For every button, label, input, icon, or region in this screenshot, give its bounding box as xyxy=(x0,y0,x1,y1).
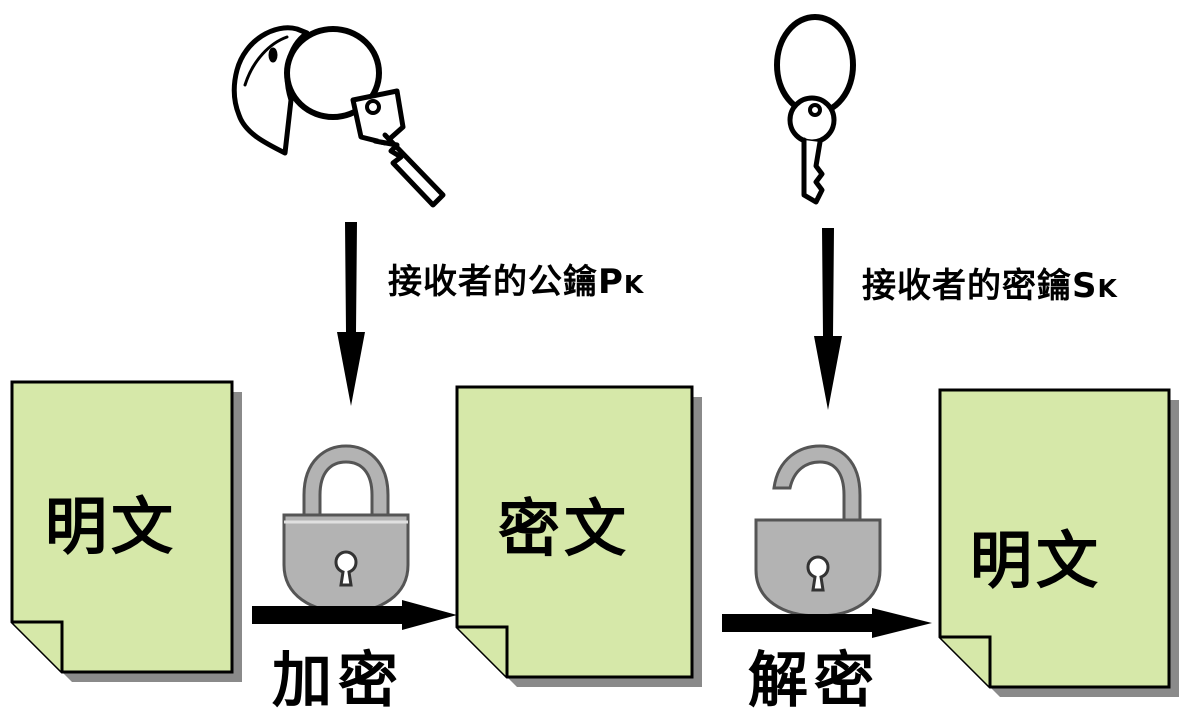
public-key-text: 接收者的公鑰 xyxy=(388,262,598,302)
public-key-down-arrow xyxy=(337,222,365,406)
open-padlock-icon xyxy=(754,444,882,618)
encrypt-label: 加密 xyxy=(272,646,404,716)
public-key-label: 接收者的公鑰PK xyxy=(388,254,644,303)
plaintext-in-document xyxy=(10,380,242,682)
ciphertext-label: 密文 xyxy=(498,492,631,565)
decrypt-label: 解密 xyxy=(748,646,880,716)
private-key-label: 接收者的密鑰SK xyxy=(862,258,1118,307)
private-key-symbol: S xyxy=(1072,266,1098,306)
plaintext-out-label: 明文 xyxy=(970,524,1103,597)
private-key-down-arrow xyxy=(814,228,842,410)
plaintext-in-label: 明文 xyxy=(45,490,178,563)
public-key-symbol: P xyxy=(598,262,624,302)
ciphertext-document xyxy=(455,385,702,687)
decrypt-arrow xyxy=(722,608,932,638)
public-key-subscript: K xyxy=(623,270,645,299)
plaintext-out-document xyxy=(938,388,1179,697)
private-key-subscript: K xyxy=(1097,274,1118,303)
private-key-icon xyxy=(774,14,856,205)
closed-padlock-icon xyxy=(282,444,410,614)
private-key-text: 接收者的密鑰 xyxy=(862,266,1072,306)
encrypt-arrow xyxy=(252,600,457,630)
public-key-icon xyxy=(231,25,446,208)
